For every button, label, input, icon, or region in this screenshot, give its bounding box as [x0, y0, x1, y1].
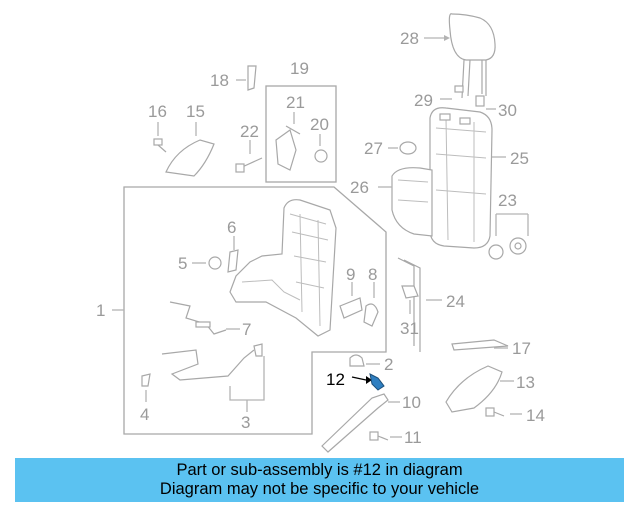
part-6	[227, 236, 239, 273]
part-12-highlighted	[351, 373, 385, 391]
part-23	[488, 213, 529, 260]
part-14	[485, 407, 522, 417]
callout-4: 4	[140, 405, 149, 424]
caption-line-1: Part or sub-assembly is #12 in diagram	[176, 461, 463, 479]
callout-16: 16	[148, 102, 167, 121]
callout-3: 3	[241, 413, 250, 432]
group-19-box	[265, 85, 337, 183]
callout-19: 19	[290, 59, 309, 78]
callout-18: 18	[210, 71, 229, 90]
callout-30: 30	[498, 101, 517, 120]
part-10	[321, 393, 400, 453]
part-18	[236, 65, 257, 91]
callout-22: 22	[240, 122, 259, 141]
part-17	[451, 339, 509, 351]
parts-diagram: 1 2 3 4 5 6 7 8 9 10 11 12 13 14 15 16 1…	[96, 13, 545, 453]
part-11	[369, 431, 402, 441]
callout-25: 25	[510, 149, 529, 168]
callout-28: 28	[400, 29, 419, 48]
headrest-guides	[440, 85, 496, 110]
part-8	[363, 282, 379, 327]
part-5	[192, 256, 222, 270]
part-21	[275, 112, 301, 171]
part-22	[235, 140, 263, 173]
callout-13: 13	[516, 373, 535, 392]
part-24	[397, 257, 442, 352]
callout-17: 17	[512, 339, 531, 358]
part-9	[339, 282, 363, 319]
callout-26: 26	[350, 178, 369, 197]
part-7	[169, 301, 240, 335]
callout-12: 12	[326, 370, 345, 389]
seat-frame	[229, 199, 337, 337]
headrest	[424, 13, 496, 99]
callout-27: 27	[364, 139, 383, 158]
callout-15: 15	[186, 102, 205, 121]
caption-bar: Part or sub-assembly is #12 in diagram D…	[15, 458, 624, 502]
part-20	[314, 134, 328, 163]
seat-frame-group-box	[123, 186, 387, 435]
part-16	[153, 122, 167, 153]
callout-5: 5	[178, 254, 187, 273]
callout-11: 11	[404, 428, 422, 447]
callout-2: 2	[384, 355, 393, 374]
callout-31: 31	[400, 319, 419, 338]
callout-7: 7	[242, 320, 251, 339]
callout-1: 1	[96, 301, 105, 320]
seat-back-cover	[378, 107, 506, 249]
callout-20: 20	[310, 115, 329, 134]
callout-9: 9	[346, 265, 355, 284]
part-13	[445, 365, 514, 413]
callout-24: 24	[446, 292, 465, 311]
callout-8: 8	[368, 265, 377, 284]
caption-line-2: Diagram may not be specific to your vehi…	[159, 480, 480, 498]
callout-10: 10	[402, 393, 421, 412]
callout-23: 23	[498, 191, 517, 210]
part-3	[161, 343, 265, 412]
callout-29: 29	[414, 91, 433, 110]
part-27	[388, 141, 417, 155]
callout-14: 14	[526, 406, 545, 425]
part-15	[165, 122, 215, 177]
part-4	[141, 373, 151, 402]
part-2	[349, 354, 380, 367]
part-31	[401, 285, 419, 314]
callout-21: 21	[286, 93, 305, 112]
callout-6: 6	[227, 218, 236, 237]
